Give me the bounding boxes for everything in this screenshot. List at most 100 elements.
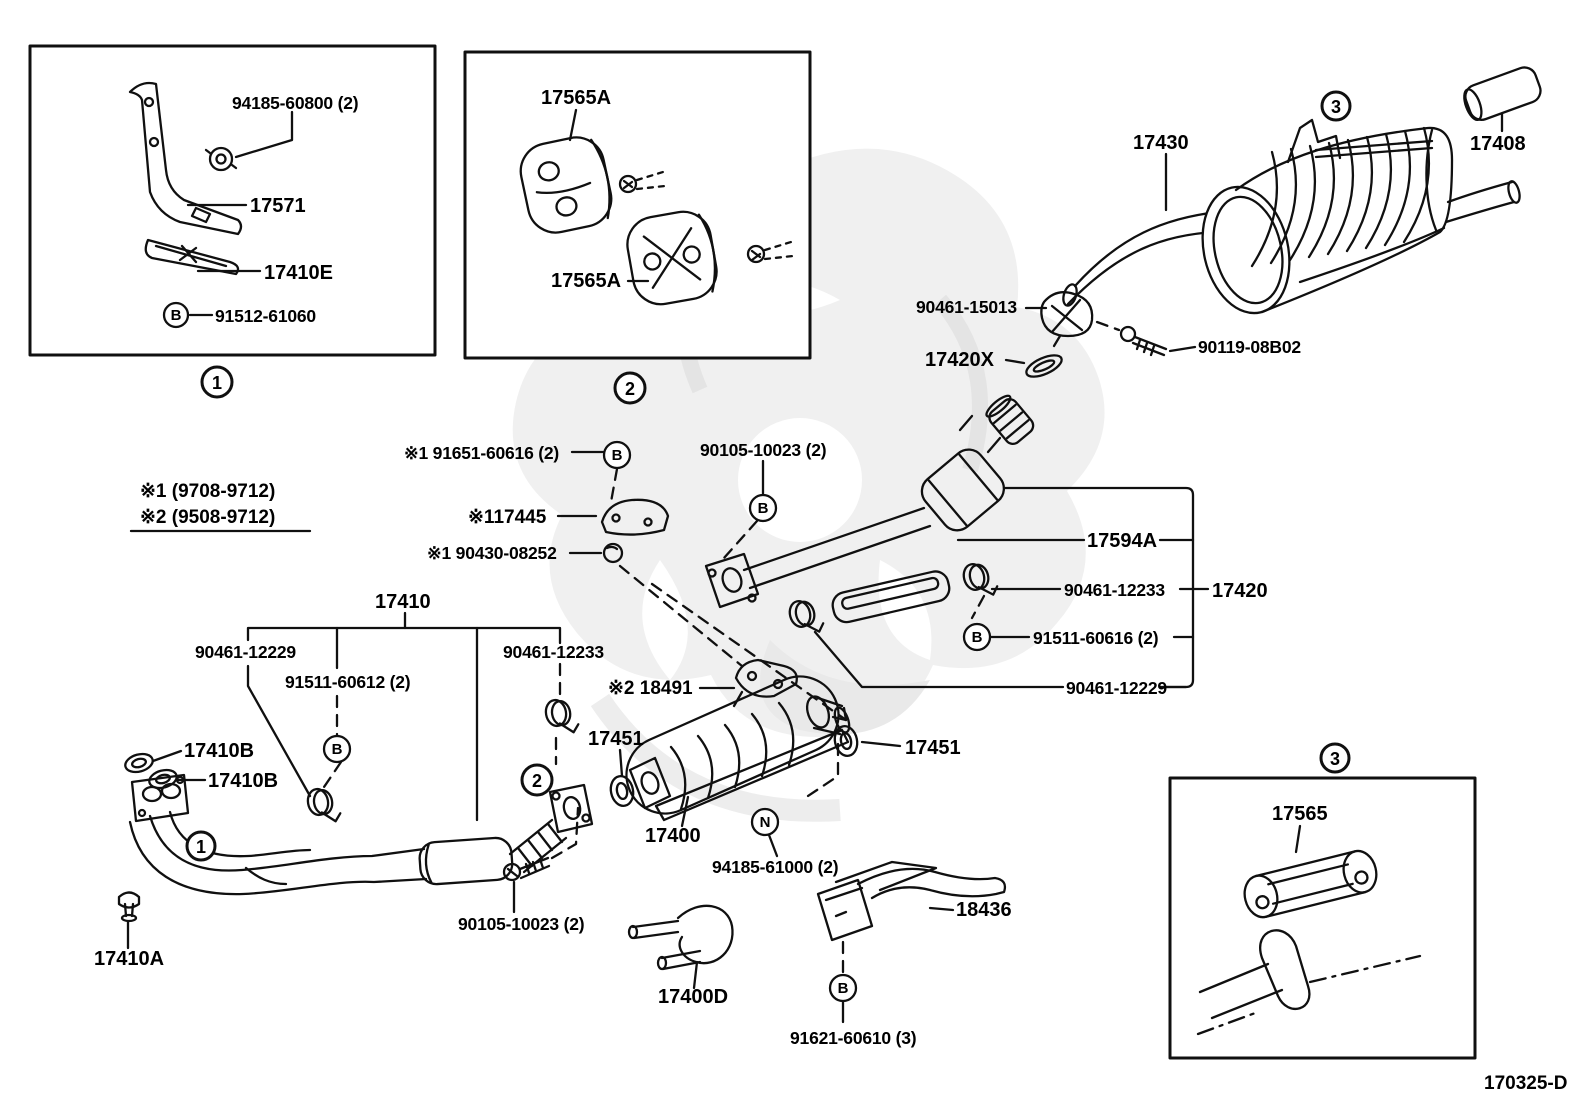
- clamp-90461-12233-left-drawing: [542, 695, 581, 738]
- label-17571: 17571: [250, 195, 306, 217]
- leader-17400: [680, 795, 690, 828]
- bolt-90105-bottom-drawing: [502, 856, 551, 882]
- bracket-group-17420: [813, 486, 1210, 689]
- stud-17410a-drawing: [117, 891, 141, 923]
- figure-code: 170325-D: [1484, 1073, 1567, 1094]
- leader-94185-61000: [767, 833, 779, 858]
- gasket-90430-drawing: [602, 542, 624, 564]
- clamp-90461-12229-left-drawing: [304, 784, 343, 827]
- label-17430: 17430: [1133, 132, 1189, 154]
- label-17420: 17420: [1212, 580, 1268, 602]
- label-17594a: 17594A: [1087, 530, 1157, 552]
- label-17451-left: 17451: [588, 728, 644, 750]
- leader-17410b-1: [151, 749, 183, 763]
- bolt-bottom-drawing: [746, 240, 795, 264]
- callout-2-box2-num: 2: [625, 379, 635, 399]
- hanger-17565a-top-drawing: [519, 136, 613, 234]
- callout-1-box1-num: 1: [212, 373, 222, 393]
- callout-b-90105-top: B: [748, 493, 778, 523]
- dash-12233-b: [970, 594, 986, 620]
- label-17420x: 17420X: [925, 349, 995, 371]
- label-17410e: 17410E: [264, 262, 333, 284]
- callout-b-91651: B: [602, 440, 632, 470]
- label-17410b-1: 17410B: [184, 740, 254, 762]
- front-pipe-17410-drawing: [128, 773, 594, 896]
- leader-94185-60800: [234, 110, 294, 159]
- callout-2-main: 2: [520, 763, 554, 797]
- label-18491: ※2 18491: [608, 678, 693, 699]
- label-17410: 17410: [375, 591, 431, 613]
- hanger-install-sketch: [1196, 929, 1422, 1036]
- dash-diagonal-1: [618, 564, 744, 668]
- label-17565a-top: 17565A: [541, 87, 611, 109]
- label-91512-61060: 91512-61060: [215, 306, 316, 326]
- dash-94185-n: [800, 742, 840, 802]
- hanger-17565a-bottom-drawing: [626, 210, 718, 306]
- support-17445-drawing: [600, 498, 670, 536]
- dash-91651-17445: [609, 467, 619, 504]
- callout-b-box1-letter: B: [171, 307, 182, 324]
- callout-b-90105-letter: B: [758, 500, 769, 517]
- hanger-17565-drawing: [1243, 849, 1378, 919]
- label-17565: 17565: [1272, 803, 1328, 825]
- leader-17451-left: [618, 748, 624, 778]
- callout-b-91621-letter: B: [838, 980, 849, 997]
- dash-90105-flange: [722, 519, 759, 560]
- callout-3-box3-num: 3: [1330, 749, 1340, 769]
- label-90461-15013: 90461-15013: [916, 297, 1017, 317]
- label-90461-12233-right: 90461-12233: [1064, 580, 1165, 600]
- muffler-17430-drawing: [1062, 118, 1521, 315]
- callout-b-91651-letter: B: [612, 447, 623, 464]
- callout-b-91511-60612: B: [322, 734, 352, 764]
- label-90461-12233-left: 90461-12233: [503, 642, 604, 662]
- label-91511-60616: 91511-60616 (2): [1033, 628, 1158, 648]
- hanger-90461-15013-drawing: [1040, 291, 1094, 348]
- plate-17410e-drawing: [144, 238, 240, 276]
- callout-3-muffler-num: 3: [1331, 97, 1341, 117]
- label-17410a: 17410A: [94, 948, 164, 970]
- callout-n-94185-letter: N: [760, 814, 771, 831]
- label-94185-61000: 94185-61000 (2): [712, 857, 838, 877]
- bolt-top-drawing: [618, 170, 667, 194]
- dash-15013-bolt: [1095, 320, 1121, 332]
- label-18436: 18436: [956, 899, 1012, 921]
- label-91621-60610: 91621-60610 (3): [790, 1028, 916, 1048]
- label-90461-12229-left: 90461-12229: [195, 642, 296, 662]
- inset-box-3: [1168, 776, 1477, 1060]
- label-90461-12229-right: 90461-12229: [1066, 678, 1167, 698]
- callout-2-box2: 2: [613, 371, 647, 405]
- label-91651-60616: ※1 91651-60616 (2): [404, 443, 559, 463]
- label-90430-08252: ※1 90430-08252: [427, 543, 557, 563]
- callout-1-main-num: 1: [196, 837, 206, 857]
- label-90105-bottom: 90105-10023 (2): [458, 914, 584, 934]
- callout-2-main-num: 2: [532, 771, 542, 791]
- callout-b-60612-letter: B: [332, 741, 343, 758]
- leader-18436: [928, 906, 955, 912]
- gasket-17420x-drawing: [1025, 354, 1063, 378]
- bracket-18436-drawing: [816, 860, 1007, 942]
- dash-90105-bottom: [550, 806, 580, 860]
- label-91511-60612: 91511-60612 (2): [285, 672, 410, 692]
- label-90105-top: 90105-10023 (2): [700, 440, 826, 460]
- label-90119-08b02: 90119-08B02: [1198, 337, 1301, 357]
- label-17451-right: 17451: [905, 737, 961, 759]
- leader-17565a-top: [568, 108, 578, 142]
- bracket-group-17410: [246, 611, 562, 822]
- callout-3-muffler: 3: [1320, 90, 1352, 122]
- callout-1-box1: 1: [200, 365, 234, 399]
- callout-3-box3: 3: [1319, 742, 1351, 774]
- hanger-17400d-drawing: [627, 904, 734, 971]
- bracket-18491-drawing: [732, 658, 798, 708]
- muffler-hanger-rod: [1286, 118, 1434, 164]
- label-17408: 17408: [1470, 133, 1526, 155]
- label-17445: ※117445: [468, 507, 547, 528]
- callout-b-91621: B: [828, 973, 858, 1003]
- callout-b-91511-60616: B: [962, 622, 992, 652]
- callout-1-main: 1: [185, 830, 217, 862]
- tailtip-17408-drawing: [1463, 66, 1542, 121]
- leader-17400d: [692, 960, 699, 990]
- inset-box-2: [463, 50, 812, 360]
- label-17400d: 17400D: [658, 986, 728, 1008]
- label-17410b-2: 17410B: [208, 770, 278, 792]
